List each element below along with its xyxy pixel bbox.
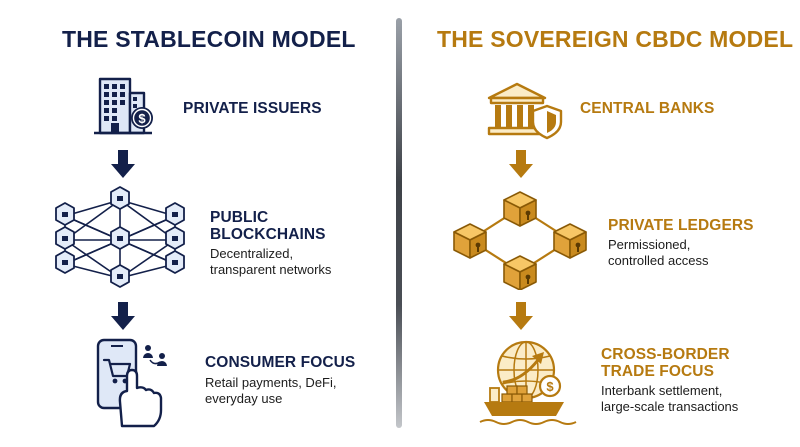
stablecoin-title: THE STABLECOIN MODEL <box>62 26 356 52</box>
private-ledgers-desc: Permissioned, controlled access <box>608 237 709 268</box>
down-arrow-icon <box>111 302 135 330</box>
column-divider <box>396 18 402 428</box>
permissioned-ledger-icon <box>453 191 587 290</box>
svg-text:$: $ <box>138 111 146 126</box>
consumer-focus-desc: Retail payments, DeFi, everyday use <box>205 375 337 406</box>
down-arrow-icon <box>509 150 533 178</box>
private-issuers-label: PRIVATE ISSUERS <box>183 100 322 117</box>
down-arrow-icon <box>111 150 135 178</box>
down-arrow-icon <box>509 302 533 330</box>
blockchain-network-icon <box>55 186 185 288</box>
public-blockchains-desc: Decentralized, transparent networks <box>210 246 332 277</box>
smartphone-cart-icon <box>96 338 167 428</box>
cross-border-trade-desc: Interbank settlement, large-scale transa… <box>601 383 739 414</box>
cargo-ship-globe-icon: $ <box>479 340 577 425</box>
consumer-focus-label: CONSUMER FOCUS <box>205 354 356 371</box>
cross-border-trade-label: CROSS-BORDER TRADE FOCUS <box>601 346 730 380</box>
office-building-dollar-icon: $ <box>94 77 153 135</box>
private-ledgers-label: PRIVATE LEDGERS <box>608 217 754 234</box>
public-blockchains-label: PUBLIC BLOCKCHAINS <box>210 209 326 243</box>
cbdc-title: THE SOVEREIGN CBDC MODEL <box>437 26 794 52</box>
svg-text:$: $ <box>546 379 554 394</box>
central-banks-label: CENTRAL BANKS <box>580 100 715 117</box>
bank-shield-icon <box>487 82 563 140</box>
